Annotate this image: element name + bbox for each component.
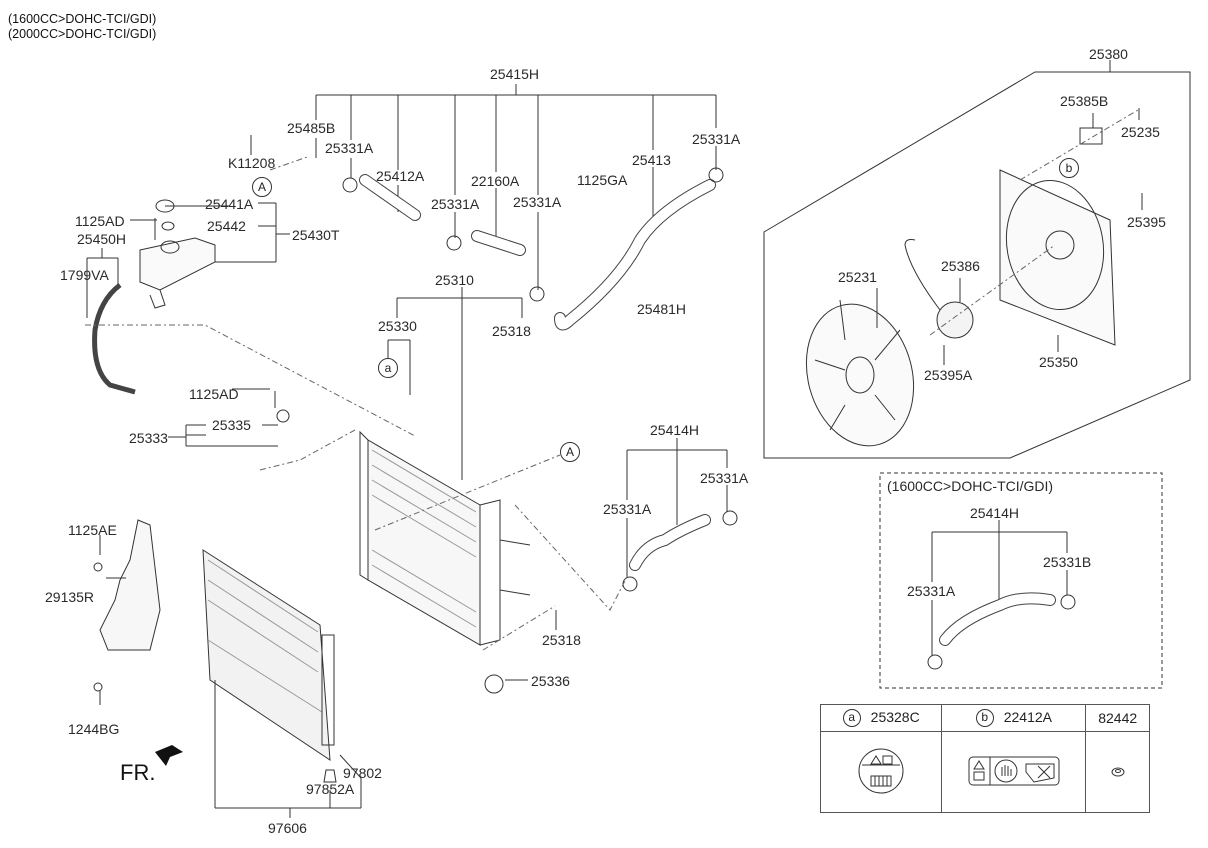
part-label-97606[interactable]: 97606: [268, 820, 307, 836]
callout-A-radiator[interactable]: A: [560, 442, 580, 462]
part-label-25331A-4[interactable]: 25331A: [692, 131, 741, 147]
part-label-1125AD-1[interactable]: 1125AD: [75, 213, 125, 229]
part-label-29135R[interactable]: 29135R: [45, 589, 95, 605]
part-label-25441A[interactable]: 25441A: [205, 196, 254, 212]
part-label-25413[interactable]: 25413: [632, 152, 671, 168]
part-label-25415H[interactable]: 25415H: [490, 66, 540, 82]
part-label-25331A-5[interactable]: 25331A: [700, 470, 749, 486]
part-label-25310[interactable]: 25310: [435, 272, 474, 288]
callout-b[interactable]: b: [1059, 158, 1079, 178]
leader-25310: [168, 287, 523, 480]
fan-assy-outline: [763, 60, 1191, 459]
parts-legend-table: a 25328C b 22412A 82442: [819, 704, 1150, 813]
part-label-22160A[interactable]: 22160A: [471, 173, 520, 189]
legend-image-a: [819, 731, 943, 813]
variant-label-25414H[interactable]: 25414H: [970, 505, 1020, 521]
part-label-25331A-6[interactable]: 25331A: [603, 501, 652, 517]
part-label-25333[interactable]: 25333: [129, 430, 168, 446]
part-label-25385B[interactable]: 25385B: [1060, 93, 1109, 109]
part-label-25481H[interactable]: 25481H: [637, 301, 687, 317]
part-label-25318-1[interactable]: 25318: [492, 323, 531, 339]
part-label-25335[interactable]: 25335: [212, 417, 251, 433]
part-label-25380[interactable]: 25380: [1089, 46, 1128, 62]
part-label-25395A[interactable]: 25395A: [924, 367, 973, 383]
condenser-core: [202, 549, 362, 818]
part-label-25235[interactable]: 25235: [1121, 124, 1160, 140]
leader-25414H: [626, 438, 728, 578]
legend-image-82442: [1085, 731, 1150, 813]
radiator-core: [359, 430, 531, 646]
engine-variant-line-2: (2000CC>DOHC-TCI/GDI): [8, 27, 157, 41]
part-label-25450H[interactable]: 25450H: [77, 231, 127, 247]
callout-a-icon: a: [842, 709, 861, 728]
variant-label-25331B[interactable]: 25331B: [1043, 554, 1092, 570]
leader-reservoir: [86, 135, 290, 318]
variant-box-title: (1600CC>DOHC-TCI/GDI): [887, 478, 1054, 494]
part-label-25485B[interactable]: 25485B: [287, 120, 336, 136]
part-label-1244BG[interactable]: 1244BG: [68, 721, 120, 737]
part-label-K11208[interactable]: K11208: [228, 155, 276, 171]
warning-label-rect-icon: [968, 756, 1060, 785]
legend-header-82442[interactable]: 82442: [1085, 704, 1150, 732]
part-label-25331A-3[interactable]: 25331A: [513, 194, 562, 210]
legend-image-b: [941, 731, 1087, 813]
part-label-25395[interactable]: 25395: [1127, 214, 1166, 230]
legend-header-b[interactable]: b 22412A: [941, 704, 1087, 732]
part-label-25231[interactable]: 25231: [838, 269, 877, 285]
callout-A-reservoir[interactable]: A: [252, 177, 272, 197]
callout-b-icon: b: [975, 709, 994, 728]
warning-label-round-icon: [858, 748, 904, 793]
callout-a[interactable]: a: [378, 358, 398, 378]
part-label-25336[interactable]: 25336: [531, 673, 570, 689]
part-label-25386[interactable]: 25386: [941, 258, 980, 274]
nut-icon: [1111, 767, 1125, 776]
leader-25414H-variant: [931, 520, 1068, 655]
legend-header-a[interactable]: a 25328C: [819, 704, 943, 732]
part-label-25331A-2[interactable]: 25331A: [431, 196, 480, 212]
legend-part-25328C: 25328C: [870, 708, 920, 725]
part-label-1125AE[interactable]: 1125AE: [68, 522, 117, 538]
engine-variant-line-1: (1600CC>DOHC-TCI/GDI): [8, 12, 157, 26]
leader-25415H: [315, 84, 717, 290]
part-label-25412A[interactable]: 25412A: [376, 168, 425, 184]
part-label-25442[interactable]: 25442: [207, 218, 246, 234]
front-direction-label: FR.: [120, 760, 156, 785]
part-label-1125AD-2[interactable]: 1125AD: [189, 386, 239, 402]
part-label-1799VA[interactable]: 1799VA: [60, 267, 109, 283]
variant-label-25331A[interactable]: 25331A: [907, 583, 956, 599]
part-label-97852A[interactable]: 97852A: [306, 781, 355, 797]
legend-part-82442: 82442: [1098, 710, 1138, 726]
part-label-25330[interactable]: 25330: [378, 318, 417, 334]
part-label-25331A-1[interactable]: 25331A: [325, 140, 374, 156]
part-label-25430T[interactable]: 25430T: [292, 227, 340, 243]
part-label-1125GA[interactable]: 1125GA: [577, 172, 628, 188]
legend-part-22412A: 22412A: [1003, 708, 1053, 725]
part-label-25414H[interactable]: 25414H: [650, 422, 700, 438]
part-label-97802[interactable]: 97802: [343, 765, 382, 781]
part-label-25350[interactable]: 25350: [1039, 354, 1078, 370]
front-direction-arrow-icon: [155, 745, 183, 766]
part-label-25318-2[interactable]: 25318: [542, 632, 581, 648]
